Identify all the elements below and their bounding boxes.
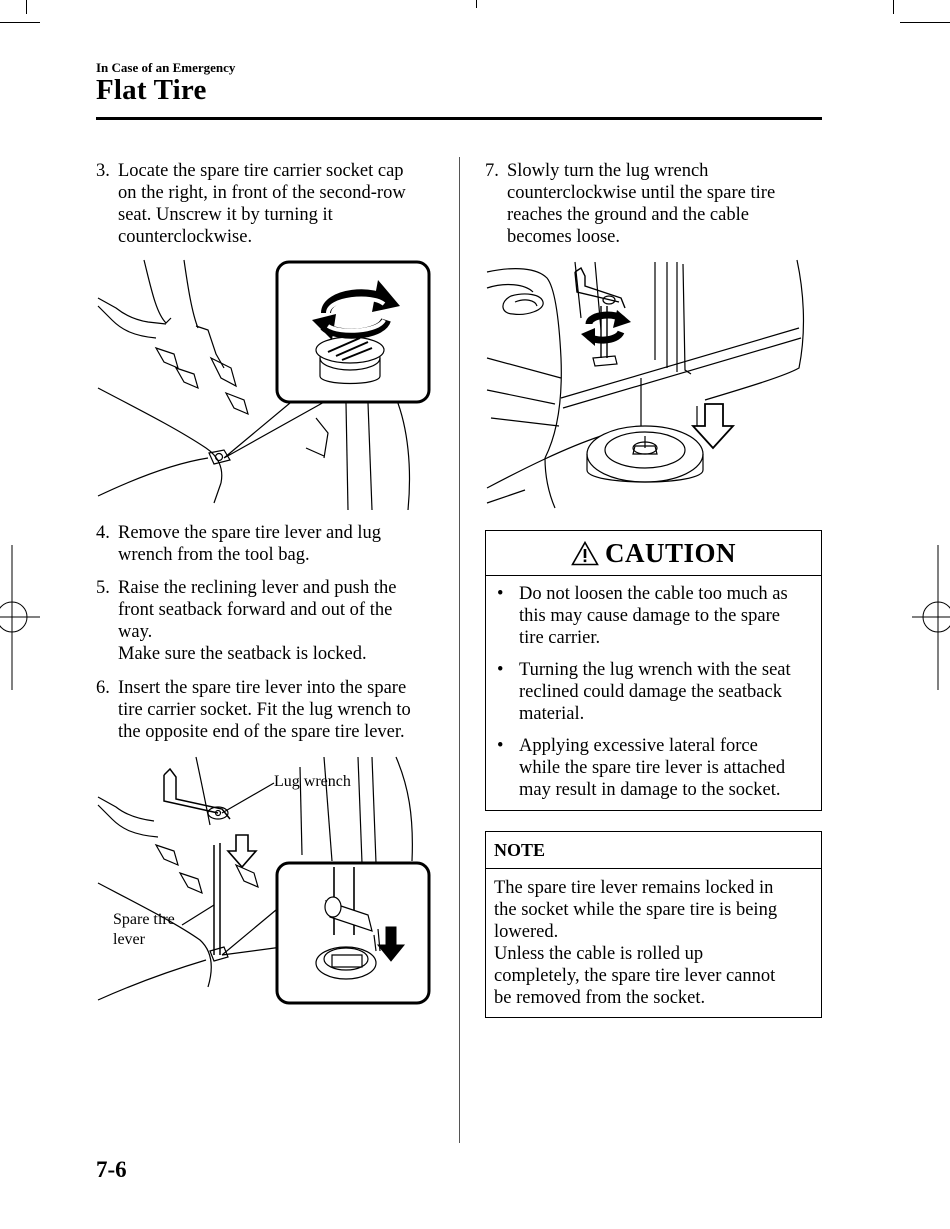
section-label: In Case of an Emergency <box>96 60 236 75</box>
caution-line: tire carrier. <box>519 628 601 648</box>
caution-bullet: • Applying excessive lateral force while… <box>497 735 817 801</box>
lever-and-wrench-illustration <box>97 756 431 1005</box>
note-title: NOTE <box>494 840 546 860</box>
note-header: NOTE <box>486 832 821 869</box>
socket-cap-illustration <box>97 259 431 511</box>
label-lug-wrench: Lug wrench <box>274 773 351 790</box>
crop-mark <box>0 22 40 23</box>
crop-mark <box>476 0 477 8</box>
step-6: 6. Insert the spare tire lever into the … <box>96 677 446 743</box>
step-line: counterclockwise until the spare tire <box>507 183 776 203</box>
page-number: 7-6 <box>96 1157 127 1182</box>
caution-line: while the spare tire lever is attached <box>519 758 786 778</box>
registration-mark-left <box>0 545 40 690</box>
step-line: Remove the spare tire lever and lug <box>118 523 382 543</box>
bullet-dot: • <box>497 660 504 680</box>
column-divider <box>459 157 460 1143</box>
title-rule <box>96 117 822 120</box>
caution-line: Applying excessive lateral force <box>519 736 758 756</box>
caution-bullet: • Do not loosen the cable too much as th… <box>497 583 817 649</box>
note-line: the socket while the spare tire is being <box>494 900 778 920</box>
note-line: be removed from the socket. <box>494 988 706 1008</box>
step-3: 3. Locate the spare tire carrier socket … <box>96 160 446 250</box>
step-line: wrench from the tool bag. <box>118 545 310 565</box>
bullet-dot: • <box>497 736 504 756</box>
step-line: counterclockwise. <box>118 227 253 247</box>
step-4: 4. Remove the spare tire lever and lug w… <box>96 522 446 566</box>
caution-line: Do not loosen the cable too much as <box>519 584 788 604</box>
caution-header: CAUTION <box>486 531 821 576</box>
caution-box: CAUTION • Do not loosen the cable too mu… <box>485 530 822 811</box>
step-line: way. <box>118 622 153 642</box>
caution-line: this may cause damage to the spare <box>519 606 780 626</box>
note-line: The spare tire lever remains locked in <box>494 878 774 898</box>
page-title: Flat Tire <box>96 74 207 106</box>
step-line: Raise the reclining lever and push the <box>118 578 397 598</box>
step-number: 3. <box>96 161 110 181</box>
step-line: front seatback forward and out of the <box>118 600 393 620</box>
note-line: lowered. <box>494 922 559 942</box>
caution-line: material. <box>519 704 585 724</box>
lowering-spare-tire-illustration <box>486 259 805 509</box>
step-line: becomes loose. <box>507 227 621 247</box>
step-line: on the right, in front of the second-row <box>118 183 406 203</box>
label-spare-tire-lever-line2: lever <box>113 931 145 948</box>
crop-mark <box>26 0 27 14</box>
step-line: reaches the ground and the cable <box>507 205 749 225</box>
step-number: 7. <box>485 161 499 181</box>
step-number: 6. <box>96 678 110 698</box>
step-line: the opposite end of the spare tire lever… <box>118 722 405 742</box>
warning-triangle-icon <box>571 540 599 565</box>
registration-mark-right <box>912 545 950 690</box>
label-spare-tire-lever-line1: Spare tire <box>113 911 175 928</box>
step-line: Slowly turn the lug wrench <box>507 161 709 181</box>
caution-bullet: • Turning the lug wrench with the seat r… <box>497 659 817 725</box>
bullet-dot: • <box>497 584 504 604</box>
crop-mark <box>900 22 950 23</box>
caution-line: reclined could damage the seatback <box>519 682 782 702</box>
caution-line: may result in damage to the socket. <box>519 780 781 800</box>
caution-line: Turning the lug wrench with the seat <box>519 660 791 680</box>
step-7: 7. Slowly turn the lug wrench counterclo… <box>485 160 825 250</box>
step-line: Locate the spare tire carrier socket cap <box>118 161 404 181</box>
note-line: Unless the cable is rolled up <box>494 944 704 964</box>
note-box: NOTE The spare tire lever remains locked… <box>485 831 822 1018</box>
step-line: Make sure the seatback is locked. <box>118 644 367 664</box>
crop-mark <box>893 0 894 14</box>
step-number: 5. <box>96 578 110 598</box>
caution-title: CAUTION <box>604 537 736 568</box>
step-line: tire carrier socket. Fit the lug wrench … <box>118 700 411 720</box>
step-line: Insert the spare tire lever into the spa… <box>118 678 407 698</box>
note-body: The spare tire lever remains locked in t… <box>494 877 777 1009</box>
step-number: 4. <box>96 523 110 543</box>
step-line: seat. Unscrew it by turning it <box>118 205 333 225</box>
note-line: completely, the spare tire lever cannot <box>494 966 776 986</box>
step-5: 5. Raise the reclining lever and push th… <box>96 577 446 665</box>
